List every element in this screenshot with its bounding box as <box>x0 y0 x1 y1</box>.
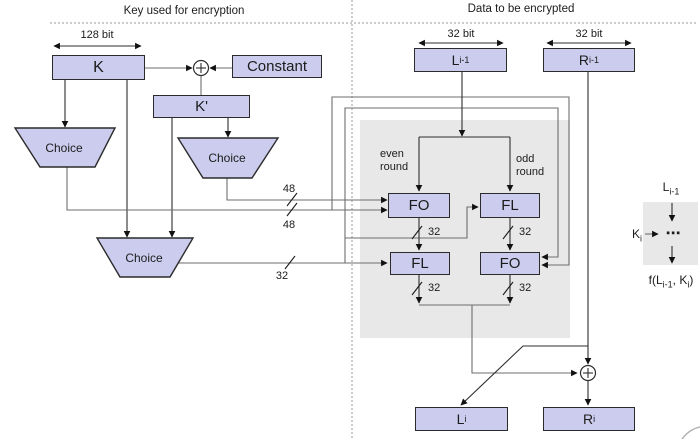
bus48-top-label: 48 <box>282 183 296 195</box>
data-xor-icon <box>579 364 597 382</box>
choice1-label: Choice <box>45 141 83 155</box>
fl-top-out-width: 32 <box>519 226 532 238</box>
k-label: K <box>93 58 104 76</box>
mini-input-base: L <box>662 180 670 194</box>
r-out-base: R <box>582 411 594 427</box>
fo-top-out-width: 32 <box>428 226 441 238</box>
l-bit-width-label: 32 bit <box>447 28 475 40</box>
k-prime-box: K' <box>153 95 250 118</box>
mini-key-sub: i <box>640 233 643 244</box>
r-bit-width-label: 32 bit <box>575 28 603 40</box>
odd-round-label: odd round <box>516 153 544 179</box>
constant-label: Constant <box>246 58 308 75</box>
choice2-label: Choice <box>208 151 246 165</box>
mini-dots: ⋯ <box>665 225 681 242</box>
choice3-label: Choice <box>125 251 163 265</box>
even-round-line1: even <box>380 148 404 160</box>
even-round-label: even round <box>380 148 408 174</box>
bus48-bottom-label: 48 <box>282 219 296 231</box>
even-round-line2: round <box>380 161 409 174</box>
right-section-title: Data to be encrypted <box>467 3 575 15</box>
fo-top-box: FO <box>388 193 450 218</box>
mini-key-base: K <box>631 227 641 241</box>
key-xor-icon <box>192 59 210 77</box>
fl-bottom-label: FL <box>411 255 429 272</box>
k-prime-label: K' <box>195 98 208 115</box>
odd-round-line1: odd <box>516 153 535 165</box>
constant-box: Constant <box>232 55 322 78</box>
l-out-base: L <box>456 411 465 427</box>
l-prev-base: L <box>451 52 460 68</box>
mini-f-l: L <box>655 273 663 287</box>
corner-arc <box>681 426 700 439</box>
fo-bottom-label: FO <box>499 255 521 272</box>
choice1-48-bus <box>66 167 388 217</box>
fl-bottom-out-width: 32 <box>428 282 441 294</box>
mini-f-ksub: i <box>687 279 690 290</box>
mini-input-sub: i-1 <box>669 186 680 197</box>
fo-bottom-box: FO <box>480 252 540 275</box>
odd-round-line2: round <box>516 166 545 179</box>
left-section-title: Key used for encryption <box>123 5 245 17</box>
mini-input-label: Li-1 <box>662 180 680 197</box>
fl-top-label: FL <box>501 197 519 214</box>
mini-f-label: f(Li-1, Ki) <box>648 273 694 290</box>
k-box: K <box>52 55 145 80</box>
mini-f-open: f( <box>648 273 656 287</box>
bus32-left-label: 32 <box>275 270 289 282</box>
mini-f-lsub: i-1 <box>662 279 673 290</box>
mini-f-close: ) <box>689 273 694 287</box>
mini-f-k: K <box>679 273 688 287</box>
swap-to-l-wire <box>460 345 588 406</box>
choice3-32-bus <box>178 255 388 270</box>
mini-f-comma: , <box>672 273 680 287</box>
r-prev-base: R <box>578 52 590 68</box>
fo-bottom-out-width: 32 <box>519 282 532 294</box>
key-bit-width-label: 128 bit <box>80 29 114 41</box>
fl-top-box: FL <box>480 193 540 218</box>
fl-bottom-box: FL <box>390 252 450 275</box>
fo-top-label: FO <box>408 197 430 214</box>
mini-key-label: Ki <box>631 227 643 244</box>
